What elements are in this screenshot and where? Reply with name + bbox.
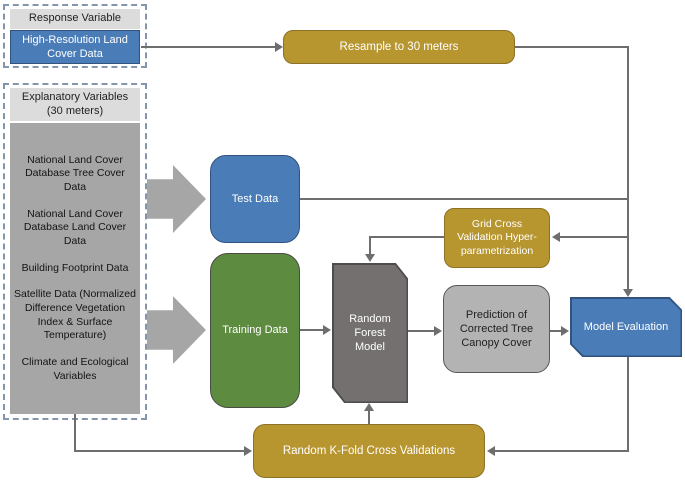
connector-prediction-modeleval [550, 330, 563, 332]
model-evaluation-node: Model Evaluation [570, 297, 682, 357]
explanatory-item-nlcd-tree: National Land Cover Database Tree Cover … [25, 153, 125, 194]
arrowhead-into-model-evaluation-left [561, 326, 569, 336]
explanatory-variables-panel: National Land Cover Database Tree Cover … [10, 123, 140, 414]
arrowhead-into-kfold-right [487, 446, 495, 456]
connector-testdata-rightbus [300, 198, 628, 200]
connector-modeleval-down [627, 357, 629, 451]
block-arrow-to-test-data [147, 165, 206, 233]
connector-explanatory-down [74, 414, 76, 452]
arrowhead-into-rf-left [323, 325, 331, 335]
connector-resample-rightbus [515, 46, 629, 48]
block-arrow-to-training-data [147, 296, 206, 364]
random-forest-model-node: Random Forest Model [332, 263, 408, 403]
arrowhead-into-kfold-left [244, 446, 252, 456]
explanatory-item-nlcd-landcover: National Land Cover Database Land Cover … [23, 207, 127, 248]
connector-training-rf [300, 329, 324, 331]
model-evaluation-label: Model Evaluation [571, 298, 681, 356]
arrowhead-into-prediction [434, 326, 442, 336]
connector-rf-prediction [408, 330, 435, 332]
training-data-node: Training Data [210, 253, 300, 408]
test-data-node: Test Data [210, 155, 300, 243]
connector-modeleval-kfold [494, 450, 629, 452]
connector-gridcv-rf-vertical [369, 236, 371, 255]
kfold-cross-validation-node: Random K-Fold Cross Validations [253, 424, 485, 478]
grid-cross-validation-node: Grid Cross Validation Hyper-parametrizat… [444, 208, 550, 268]
prediction-node: Prediction of Corrected Tree Canopy Cove… [443, 285, 550, 373]
random-forest-model-label: Random Forest Model [333, 264, 407, 402]
arrowhead-into-gridcv [552, 232, 560, 242]
high-resolution-land-cover-node: High-Resolution Land Cover Data [10, 30, 140, 64]
connector-kfold-rf [368, 410, 370, 424]
arrowhead-into-resample [275, 42, 283, 52]
explanatory-item-climate-ecological: Climate and Ecological Variables [21, 355, 129, 382]
explanatory-variables-header: Explanatory Variables (30 meters) [10, 88, 140, 121]
arrowhead-into-rf-top [365, 254, 375, 262]
connector-rightbus-gridcv [560, 236, 628, 238]
connector-rightbus-vertical [627, 46, 629, 290]
connector-gridcv-rf-horizontal [369, 236, 444, 238]
arrowhead-into-rf-bottom [364, 403, 374, 411]
resample-node: Resample to 30 meters [283, 30, 515, 64]
response-variable-header: Response Variable [10, 9, 140, 29]
connector-highres-resample [141, 46, 277, 48]
arrowhead-into-model-evaluation-top [623, 289, 633, 297]
connector-explanatory-kfold [74, 450, 246, 452]
explanatory-item-building-footprint: Building Footprint Data [21, 261, 129, 274]
explanatory-item-satellite: Satellite Data (Normalized Difference Ve… [14, 288, 136, 342]
